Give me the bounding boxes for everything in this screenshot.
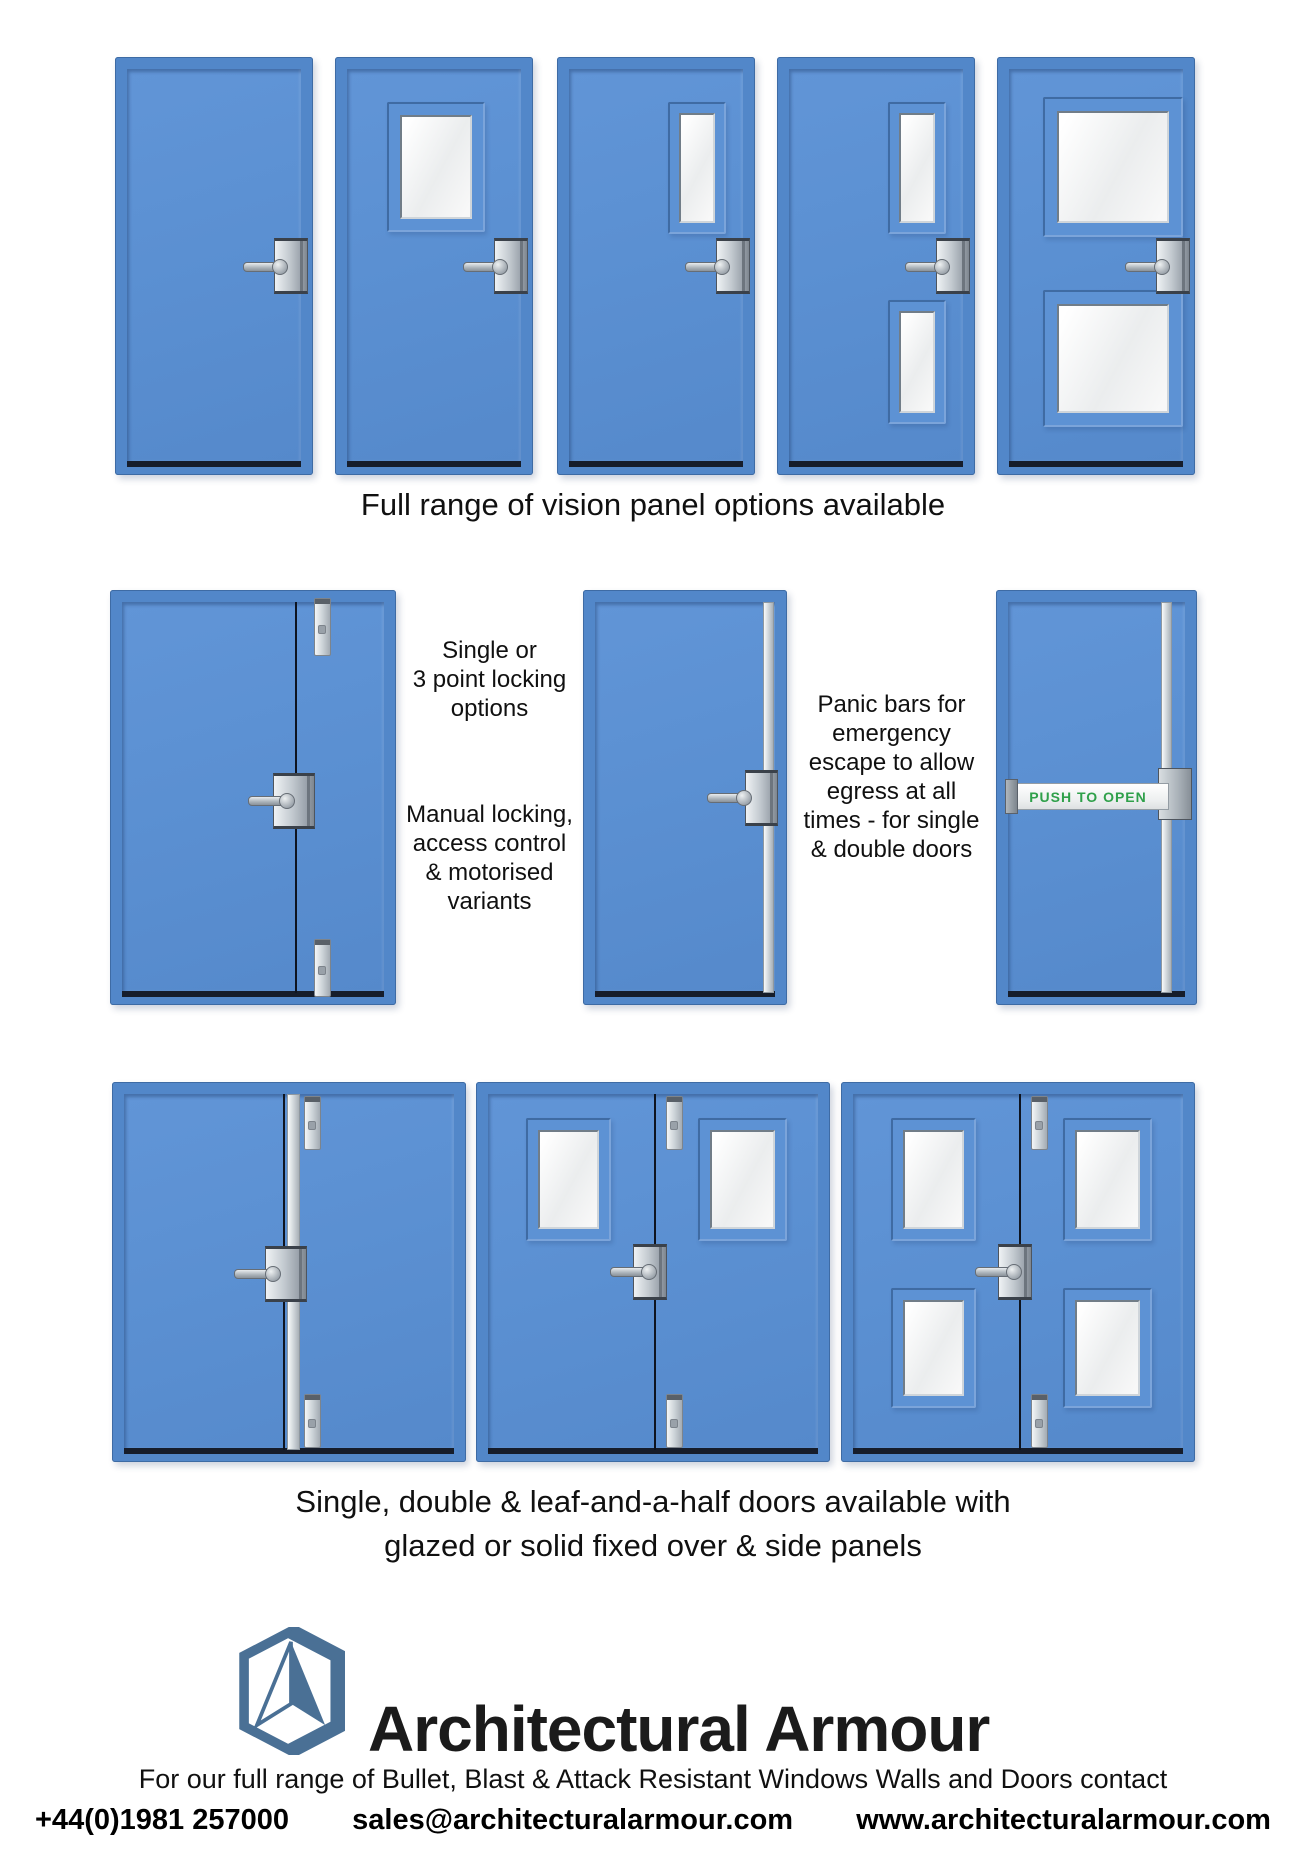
flush-bolt [666, 1096, 683, 1150]
door-top-two-narrow-vision-panels [777, 57, 975, 475]
door-threshold [122, 991, 384, 997]
vision-panel [387, 102, 485, 232]
vision-panel [526, 1118, 611, 1241]
brand-logo-hexagon-icon [239, 1627, 345, 1755]
vision-panel [1043, 290, 1183, 427]
door-handle [707, 790, 752, 806]
vision-panel [668, 102, 726, 234]
flush-bolt [314, 939, 331, 997]
door-threshold [789, 461, 963, 467]
vision-panel [888, 102, 946, 234]
footer-email: sales@architecturalarmour.com [352, 1804, 794, 1836]
note-locking-variants: Manual locking, access control & motoris… [396, 800, 583, 916]
door-handle [905, 259, 950, 275]
flush-bolt [304, 1394, 321, 1448]
note-line: Single or [442, 637, 537, 664]
note-line: egress at all [826, 778, 957, 805]
door-single-three-point-locking [583, 590, 787, 1005]
door-handle [243, 259, 288, 275]
vision-panel-glass [903, 1130, 964, 1229]
vision-panel-glass [899, 311, 935, 413]
flush-bolt [1031, 1096, 1048, 1150]
brand-name: Architectural Armour [368, 1693, 990, 1765]
door-threshold [347, 461, 521, 467]
note-panic-bars: Panic bars for emergency escape to allow… [787, 690, 996, 864]
door-configurations-caption-line2: glazed or solid fixed over & side panels [384, 1528, 922, 1563]
footer-website: www.architecturalarmour.com [856, 1804, 1271, 1836]
note-line: Panic bars for [817, 691, 966, 718]
door-double-four-vision-panels [841, 1082, 1195, 1462]
note-line: access control [412, 830, 567, 857]
flush-bolt [304, 1096, 321, 1150]
door-threshold [488, 1448, 818, 1454]
flush-bolt [666, 1394, 683, 1448]
panic-push-bar: PUSH TO OPEN [1005, 779, 1169, 814]
note-line: escape to allow [808, 749, 975, 776]
vision-panel [1063, 1118, 1152, 1241]
vision-panel-glass [1057, 304, 1169, 413]
vision-panel-glass [1075, 1300, 1140, 1396]
note-line: variants [447, 888, 532, 915]
flush-bolt [1031, 1394, 1048, 1448]
vision-panel [698, 1118, 787, 1241]
footer-contact-line: For our full range of Bullet, Blast & At… [138, 1764, 1168, 1794]
vision-panel-glass [679, 113, 715, 223]
door-top-solid [115, 57, 313, 475]
vision-panel-glass [710, 1130, 775, 1229]
door-threshold [595, 991, 775, 997]
vision-panel-glass [1075, 1130, 1140, 1229]
vision-panel-glass [1057, 111, 1169, 223]
door-double-solid [112, 1082, 466, 1462]
door-handle [248, 793, 295, 809]
vision-panel-glass [903, 1300, 964, 1396]
door-handle [975, 1264, 1022, 1280]
note-line: emergency [832, 720, 951, 747]
vision-panel-glass [538, 1130, 599, 1229]
flush-bolt [314, 598, 331, 656]
door-top-narrow-vision-panel [557, 57, 755, 475]
note-line: Manual locking, [406, 801, 573, 828]
door-double-two-vision-panels [476, 1082, 830, 1462]
vision-panel [891, 1288, 976, 1408]
door-threshold [1009, 461, 1183, 467]
push-bar-end-cap [1005, 779, 1018, 814]
door-threshold [569, 461, 743, 467]
note-locking-options: Single or 3 point locking options [396, 636, 583, 723]
note-line: options [450, 695, 529, 722]
door-single-panic-bar: PUSH TO OPEN [996, 590, 1197, 1005]
vision-panel-glass [899, 113, 935, 223]
door-top-single-vision-panel [335, 57, 533, 475]
door-lock [745, 770, 778, 826]
note-line: 3 point locking [412, 666, 567, 693]
door-threshold [1008, 991, 1185, 997]
vision-panel [891, 1118, 976, 1241]
door-handle [610, 1264, 657, 1280]
push-bar-label: PUSH TO OPEN [1029, 788, 1147, 805]
door-threshold [853, 1448, 1183, 1454]
note-line: & double doors [810, 836, 973, 863]
door-configurations-caption-line1: Single, double & leaf-and-a-half doors a… [295, 1484, 1011, 1519]
vision-panel-caption: Full range of vision panel options avail… [360, 487, 946, 522]
door-threshold [127, 461, 301, 467]
door-handle [685, 259, 730, 275]
vision-panel [888, 300, 946, 424]
note-line: & motorised [425, 859, 554, 886]
door-handle [234, 1266, 281, 1282]
door-threshold [124, 1448, 454, 1454]
door-handle [1125, 259, 1170, 275]
footer-phone: +44(0)1981 257000 [35, 1804, 289, 1836]
note-line: times - for single [803, 807, 980, 834]
door-top-two-large-vision-panels [997, 57, 1195, 475]
vision-panel [1063, 1288, 1152, 1408]
door-leaf-and-a-half-locking [110, 590, 396, 1005]
vision-panel [1043, 97, 1183, 237]
door-handle [463, 259, 508, 275]
footer-contact-details: +44(0)1981 257000 sales@architecturalarm… [35, 1804, 1271, 1837]
vision-panel-glass [400, 115, 472, 219]
